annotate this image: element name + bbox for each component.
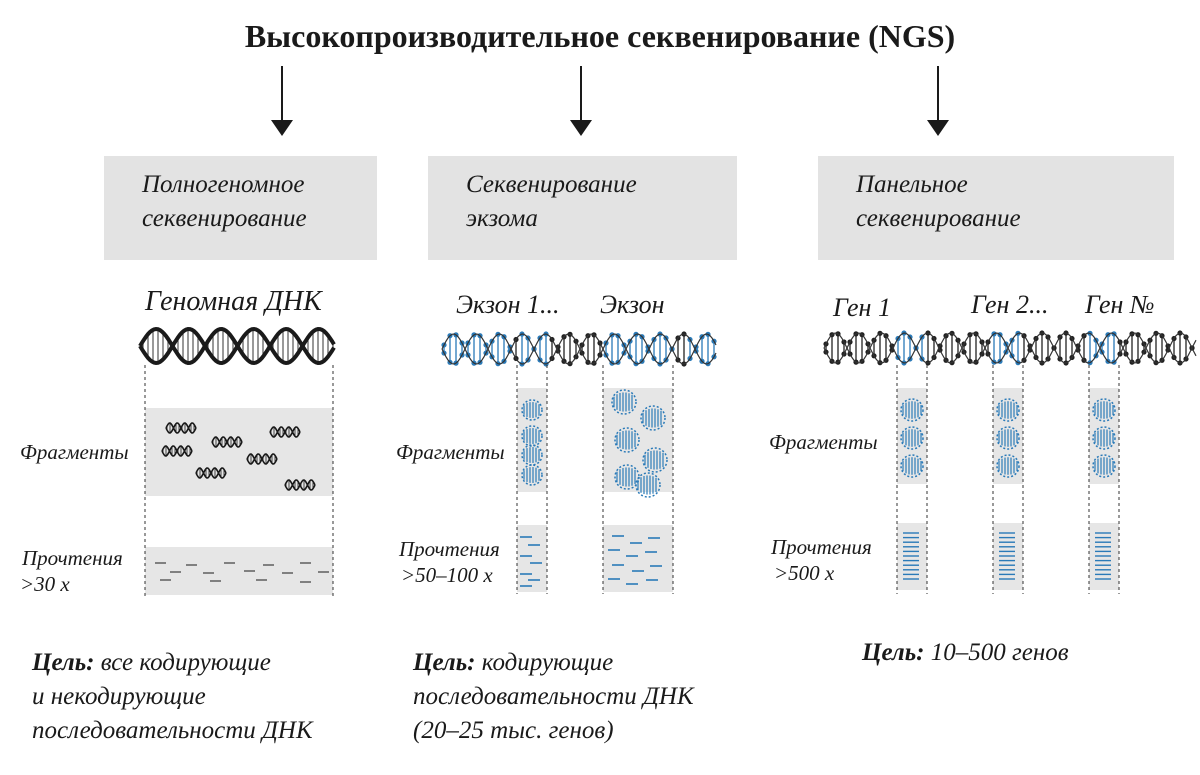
reads-label-panel: Прочтения bbox=[771, 535, 872, 560]
goal-key: Цель: bbox=[862, 639, 925, 666]
reads-label-whole-genome: Прочтения bbox=[22, 546, 123, 571]
coverage-label-panel: >500 х bbox=[774, 561, 834, 586]
fragments-label-whole-genome: Фрагменты bbox=[20, 440, 129, 465]
reads-region-whole-genome bbox=[145, 547, 333, 595]
goal-text-line1: 10–500 генов bbox=[931, 639, 1069, 666]
goal-key: Цель: bbox=[413, 649, 476, 676]
exon2-label: Экзон bbox=[600, 290, 665, 320]
gene2-label: Ген 2... bbox=[971, 290, 1048, 320]
goal-text-line1: все кодирующие bbox=[101, 649, 271, 676]
gene1-label: Ген 1 bbox=[833, 293, 891, 323]
goal-text-line2: последовательности ДНК bbox=[413, 683, 694, 710]
goal-text-line2: и некодирующие bbox=[32, 683, 206, 710]
goal-key: Цель: bbox=[32, 649, 95, 676]
goal-text-line3: (20–25 тыс. генов) bbox=[413, 717, 614, 744]
goal-exome: Цель: кодирующие последовательности ДНК … bbox=[413, 646, 694, 748]
fragments-label-exome: Фрагменты bbox=[396, 440, 505, 465]
dna-fragments-panel bbox=[901, 399, 1115, 477]
coverage-label-whole-genome: >30 х bbox=[20, 572, 70, 597]
exon1-label: Экзон 1... bbox=[456, 290, 560, 320]
goal-text-line1: кодирующие bbox=[482, 649, 613, 676]
genomic-dna-helix-icon bbox=[140, 329, 334, 363]
reads-region-exon2 bbox=[603, 525, 673, 592]
helix-strand bbox=[140, 329, 334, 363]
goal-text-line3: последовательности ДНК bbox=[32, 717, 313, 744]
panel-dna-strand-icon bbox=[823, 330, 1196, 365]
reads-region-exon1 bbox=[517, 525, 547, 592]
strand bbox=[442, 334, 716, 364]
genomic-dna-label: Геномная ДНК bbox=[145, 286, 322, 318]
fragments-region-whole-genome bbox=[145, 408, 333, 496]
fragments-label-panel: Фрагменты bbox=[769, 430, 878, 455]
strand bbox=[442, 334, 716, 364]
goal-whole-genome: Цель: все кодирующие и некодирующие посл… bbox=[32, 646, 313, 748]
goal-panel: Цель: 10–500 генов bbox=[862, 636, 1069, 670]
coverage-label-exome: >50–100 х bbox=[401, 563, 493, 588]
exome-dna-strand-icon bbox=[441, 331, 716, 366]
geneN-label: Ген № bbox=[1085, 290, 1154, 320]
reads-label-exome: Прочтения bbox=[399, 537, 500, 562]
